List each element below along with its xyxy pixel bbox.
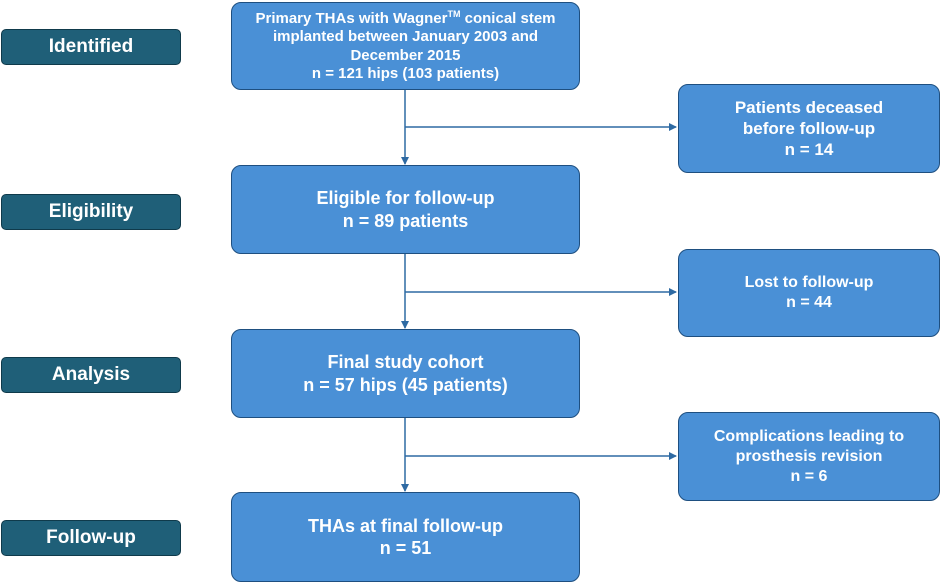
box-final-followup: THAs at final follow-up n = 51 (231, 492, 580, 582)
lost-line-1: Lost to follow-up (744, 274, 874, 291)
deceased-line-2: before follow-up (742, 118, 876, 138)
box-complications: Complications leading to prosthesis revi… (678, 412, 940, 501)
box-primary-thas: Primary THAs with WagnerTM conical stem … (231, 2, 580, 90)
cohort-line-2: n = 57 hips (45 patients) (303, 374, 508, 395)
primary-line-3: December 2015 (350, 46, 461, 64)
stage-label-analysis: Analysis (1, 357, 181, 393)
complications-line-2: prosthesis revision (735, 447, 883, 465)
lost-line-2: n = 44 (786, 294, 832, 311)
box-lost: Lost to follow-up n = 44 (678, 249, 940, 337)
box-final-cohort: Final study cohort n = 57 hips (45 patie… (231, 329, 580, 418)
deceased-line-1: Patients deceased (734, 97, 884, 117)
eligible-line-2: n = 89 patients (342, 210, 469, 231)
deceased-line-3: n = 14 (784, 140, 834, 160)
stage-label-eligibility: Eligibility (1, 194, 181, 230)
box-deceased: Patients deceased before follow-up n = 1… (678, 84, 940, 173)
complications-line-1: Complications leading to (713, 427, 905, 445)
cohort-line-1: Final study cohort (327, 352, 484, 372)
stage-label-identified: Identified (1, 29, 181, 65)
followup-line-1: THAs at final follow-up (308, 515, 503, 536)
primary-line-4: n = 121 hips (103 patients) (311, 64, 500, 82)
eligible-line-1: Eligible for follow-up (316, 188, 495, 208)
complications-line-3: n = 6 (790, 467, 828, 485)
stage-label-followup: Follow-up (1, 520, 181, 556)
followup-line-2: n = 51 (379, 538, 432, 558)
primary-line-2: implanted between January 2003 and (272, 28, 539, 46)
box-eligible: Eligible for follow-up n = 89 patients (231, 165, 580, 254)
primary-line-1: Primary THAs with WagnerTM conical stem (255, 8, 556, 27)
